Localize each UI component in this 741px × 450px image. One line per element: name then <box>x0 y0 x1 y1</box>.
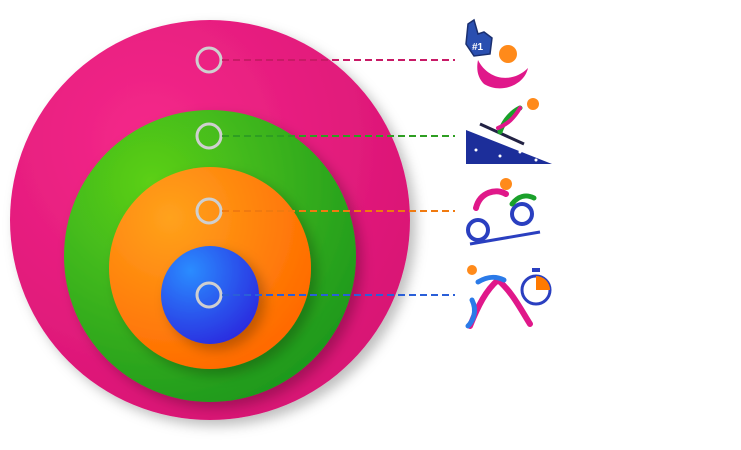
marker-ring-level-1 <box>195 46 223 74</box>
runner-stopwatch-icon <box>465 265 552 329</box>
inner-circle-level-4 <box>161 246 259 344</box>
skier-icon <box>466 98 552 164</box>
badge-text: #1 <box>472 42 484 53</box>
marker-ring-level-3 <box>195 197 223 225</box>
cyclist-icon <box>466 178 541 246</box>
fan-foam-finger-icon: #1 <box>465 18 528 89</box>
marker-ring-level-4 <box>195 281 223 309</box>
marker-ring-level-2 <box>195 122 223 150</box>
